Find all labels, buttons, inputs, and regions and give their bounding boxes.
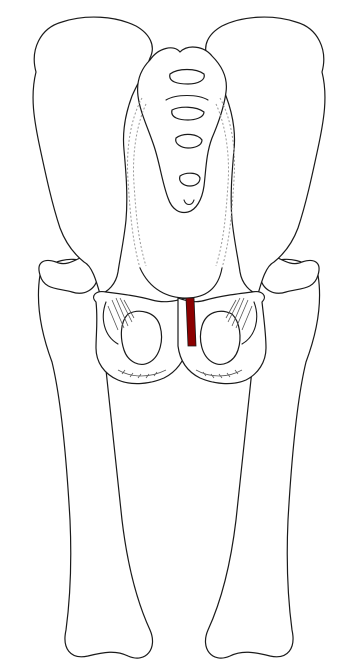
sacral-segment-3 [176,134,202,148]
pubic-symphysis-highlight [186,298,196,346]
sacral-segment-2 [172,107,204,120]
sacral-segment-1 [170,70,205,85]
right-obturator-foramen [200,311,240,364]
left-obturator-foramen [121,311,161,364]
sacrum [138,47,227,212]
sacral-segment-4 [180,173,200,186]
right-ilium [206,17,325,294]
pelvic-inlet [140,268,222,298]
left-sacroiliac-joint-hatch [128,98,146,268]
